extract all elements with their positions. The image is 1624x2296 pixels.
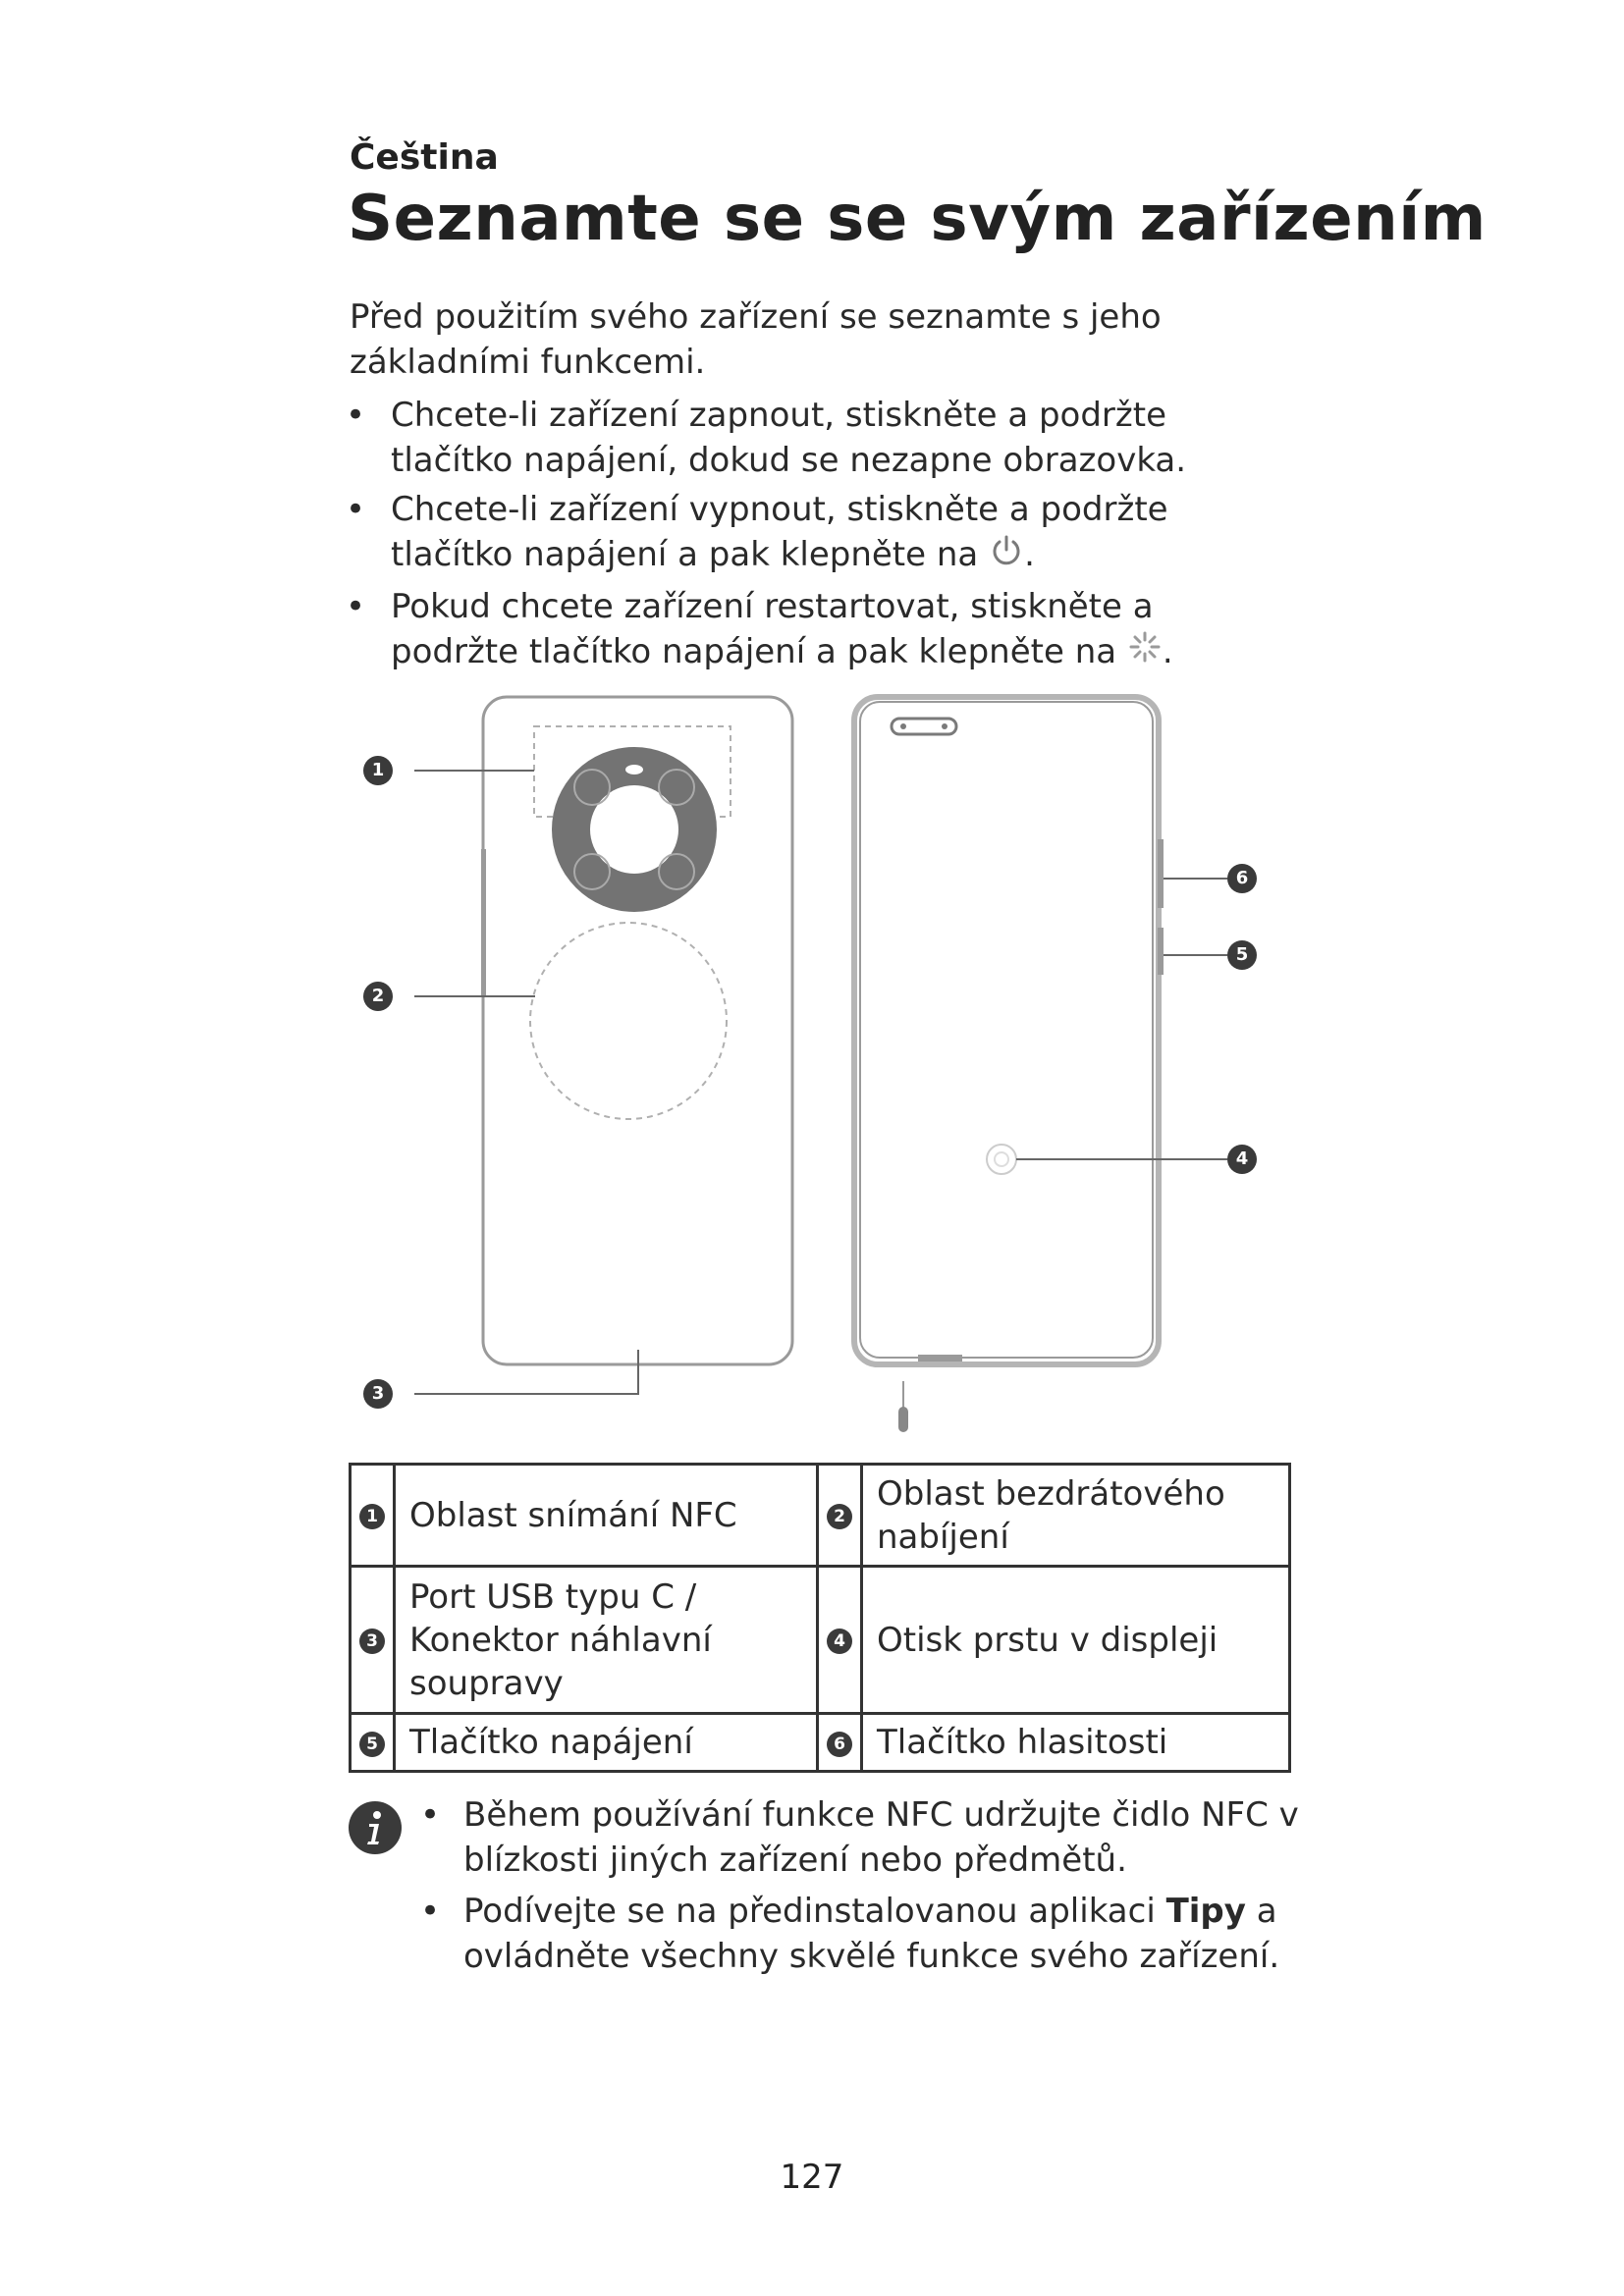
power-button (1158, 928, 1164, 975)
table-row: 3 Port USB typu C / Konektor náhlavní so… (349, 1565, 1291, 1715)
note-text: Během používání funkce NFC udržujte čidl… (463, 1795, 1299, 1880)
table-row: 1 Oblast snímání NFC 2 Oblast bezdrátové… (349, 1463, 1291, 1568)
part-label: Oblast snímání NFC (393, 1463, 819, 1568)
page-number: 127 (780, 2158, 844, 2197)
part-label: Tlačítko hlasitosti (860, 1712, 1291, 1773)
bullet-text: Chcete-li zařízení vypnout, stiskněte a … (391, 490, 1168, 574)
bullet-power-on: • Chcete-li zařízení zapnout, stiskněte … (346, 396, 1187, 480)
device-diagram: 1 2 3 6 5 4 (344, 682, 1306, 1458)
part-number: 1 (359, 1504, 385, 1529)
page-title: Seznamte se se svým zařízením (348, 183, 1487, 255)
parts-table: 1 Oblast snímání NFC 2 Oblast bezdrátové… (349, 1463, 1291, 1773)
volume-button (1158, 839, 1164, 908)
callout-6: 6 (1227, 864, 1257, 893)
note-item: • Podívejte se na předinstalovanou aplik… (420, 1892, 1280, 1976)
intro-paragraph: Před použitím svého zařízení se seznamte… (350, 297, 1162, 382)
callout-4: 4 (1227, 1145, 1257, 1174)
camera-module (552, 747, 717, 912)
note-text: Podívejte se na předinstalovanou aplikac… (463, 1892, 1166, 1931)
part-label: Port USB typu C / Konektor náhlavní soup… (393, 1565, 819, 1715)
sim-eject-tool (898, 1381, 908, 1432)
phone-front (851, 694, 1164, 1432)
part-label: Otisk prstu v displeji (860, 1565, 1291, 1715)
table-row: 5 Tlačítko napájení 6 Tlačítko hlasitost… (349, 1712, 1291, 1773)
restart-icon (1127, 629, 1163, 676)
tips-app-name: Tipy (1165, 1892, 1246, 1931)
nfc-area (533, 725, 731, 818)
part-label: Oblast bezdrátového nabíjení (860, 1463, 1291, 1568)
bullet-text: Chcete-li zařízení zapnout, stiskněte a … (391, 396, 1187, 480)
language-label: Čeština (350, 137, 499, 178)
bullet-power-off: • Chcete-li zařízení vypnout, stiskněte … (346, 487, 1288, 580)
power-icon (989, 533, 1024, 580)
callout-5: 5 (1227, 940, 1257, 970)
bullet-restart: • Pokud chcete zařízení restartovat, sti… (346, 584, 1288, 677)
phone-back (481, 695, 794, 1366)
callout-1: 1 (363, 756, 393, 785)
front-camera (890, 717, 958, 736)
part-number: 6 (827, 1731, 852, 1757)
note-item: • Během používání funkce NFC udržujte či… (420, 1795, 1299, 1880)
callout-2: 2 (363, 982, 393, 1011)
info-icon (348, 1800, 403, 1859)
part-number: 5 (359, 1731, 385, 1757)
bullet-text: Pokud chcete zařízení restartovat, stisk… (391, 586, 1154, 671)
part-label: Tlačítko napájení (393, 1712, 819, 1773)
instruction-list: • Chcete-li zařízení zapnout, stiskněte … (346, 393, 1288, 680)
part-number: 4 (827, 1629, 852, 1654)
callout-3: 3 (363, 1379, 393, 1409)
part-number: 3 (359, 1629, 385, 1654)
note-text: a ovládněte všechny skvělé funkce svého … (463, 1892, 1280, 1976)
part-number: 2 (827, 1504, 852, 1529)
wireless-charging-area (529, 922, 728, 1120)
